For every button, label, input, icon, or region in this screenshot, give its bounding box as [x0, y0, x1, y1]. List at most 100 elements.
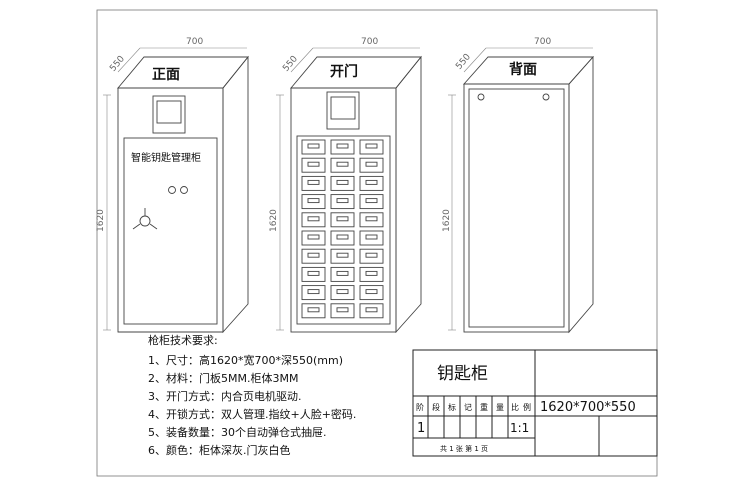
drawer-handle [336, 252, 349, 258]
title-block-headers: 阶段标记重量比例 [416, 402, 531, 412]
drawer-handle [336, 161, 349, 167]
drawer [359, 212, 384, 228]
drawer-handle [365, 307, 378, 313]
specs-heading: 枪柜技术要求: [148, 334, 218, 347]
spec-line-2: 2、材料：门板5MM.柜体3MM [148, 372, 299, 385]
drawer [301, 303, 326, 319]
drawer [359, 157, 384, 173]
drawer-handle [307, 198, 320, 204]
title-block-header-cell: 记 [464, 403, 472, 412]
drawer-handle [336, 270, 349, 276]
drawer-handle [336, 307, 349, 313]
drawer [330, 285, 355, 301]
drawer-handle [365, 161, 378, 167]
drawer [330, 157, 355, 173]
drawer-handle [307, 179, 320, 185]
title-block-header-cell: 量 [496, 403, 504, 412]
drawer [330, 230, 355, 246]
drawer [301, 285, 326, 301]
drawer-grid [301, 139, 384, 319]
front-view [103, 47, 249, 334]
drawer-handle [365, 216, 378, 222]
drawer-handle [307, 252, 320, 258]
drawer [301, 175, 326, 191]
front-view-title: 正面 [152, 67, 180, 83]
title-block-header-cell: 例 [523, 402, 531, 412]
drawer [359, 230, 384, 246]
drawer-handle [365, 179, 378, 185]
back-depth-dim: 550 [454, 52, 473, 72]
drawer [359, 266, 384, 282]
title-block-header-cell: 重 [480, 402, 488, 412]
front-height-dim: 1620 [96, 209, 106, 232]
title-block-stage: 1 [417, 421, 425, 436]
title-block-dimensions: 1620*700*550 [540, 400, 636, 415]
drawer [359, 175, 384, 191]
drawer-handle [336, 216, 349, 222]
drawer-handle [365, 252, 378, 258]
back-view-title: 背面 [509, 61, 537, 78]
spec-line-3: 3、开门方式：内合页电机驱动. [148, 390, 302, 403]
drawer-handle [336, 179, 349, 185]
drawer [330, 139, 355, 155]
front-width-dim: 700 [186, 37, 203, 47]
drawer [359, 285, 384, 301]
drawer-handle [307, 307, 320, 313]
title-block-header-cell: 标 [448, 402, 456, 412]
drawer [359, 248, 384, 264]
drawer-handle [336, 143, 349, 149]
drawer [359, 139, 384, 155]
drawer [330, 303, 355, 319]
open-width-dim: 700 [361, 37, 378, 47]
back-width-dim: 700 [534, 37, 551, 47]
front-door-label: 智能钥匙管理柜 [131, 151, 201, 164]
drawer [359, 303, 384, 319]
open-view-title: 开门 [330, 63, 358, 80]
open-depth-dim: 550 [281, 54, 300, 74]
drawer-handle [365, 270, 378, 276]
spec-line-5: 5、装备数量：30个自动弹仓式抽屉. [148, 426, 327, 439]
drawer-handle [365, 234, 378, 240]
back-view [448, 47, 595, 334]
drawing-frame [96, 9, 658, 477]
drawer [301, 248, 326, 264]
title-block-footer: 共 1 张 第 1 页 [440, 444, 488, 453]
title-block-name: 钥匙柜 [437, 364, 488, 384]
drawer-handle [307, 234, 320, 240]
drawer-handle [307, 289, 320, 295]
title-block-header-cell: 阶 [416, 402, 424, 412]
drawer [330, 266, 355, 282]
title-block-scale: 1:1 [510, 421, 529, 435]
drawer-handle [307, 143, 320, 149]
drawer-handle [336, 234, 349, 240]
drawer [330, 194, 355, 210]
drawer-handle [336, 198, 349, 204]
title-block-header-cell: 段 [432, 402, 440, 412]
drawer [301, 266, 326, 282]
drawer-handle [307, 161, 320, 167]
drawer-handle [307, 216, 320, 222]
spec-line-1: 1、尺寸：高1620*宽700*深550(mm) [148, 354, 343, 367]
drawer-handle [336, 289, 349, 295]
drawer-handle [307, 270, 320, 276]
drawer [330, 212, 355, 228]
drawer-handle [365, 143, 378, 149]
drawer [301, 139, 326, 155]
back-height-dim: 1620 [442, 209, 452, 232]
drawer-handle [365, 198, 378, 204]
drawer [330, 248, 355, 264]
open-view [276, 47, 422, 334]
drawer-handle [365, 289, 378, 295]
drawer [330, 175, 355, 191]
drawer [301, 230, 326, 246]
open-height-dim: 1620 [269, 209, 279, 232]
drawer [359, 194, 384, 210]
drawer [301, 212, 326, 228]
spec-line-4: 4、开锁方式：双人管理.指纹+人脸+密码. [148, 408, 357, 421]
spec-line-6: 6、颜色：柜体深灰.门灰白色 [148, 444, 291, 457]
title-block-header-cell: 比 [511, 402, 519, 412]
drawer [301, 157, 326, 173]
drawer [301, 194, 326, 210]
title-block [412, 349, 658, 457]
